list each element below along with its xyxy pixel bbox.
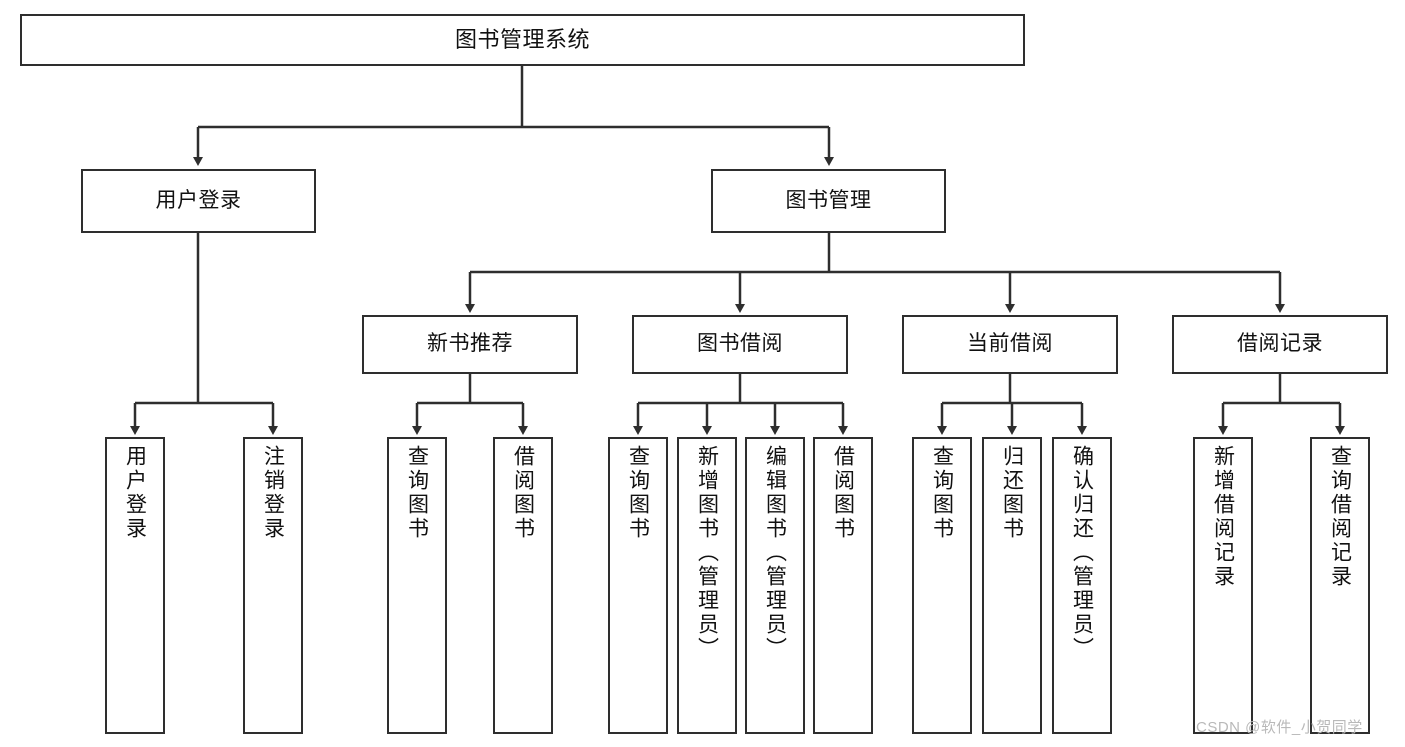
leaf-return-book[interactable]: 归还图书 — [982, 437, 1042, 734]
leaf-edit-book-label: 编辑图书（管理员） — [763, 445, 787, 661]
leaf-query-book-1-label: 查询图书 — [405, 445, 429, 541]
csdn-watermark: CSDN @软件_小贺同学 — [1196, 719, 1363, 736]
leaf-user-login-label: 用户登录 — [123, 445, 147, 541]
node-book-manage[interactable]: 图书管理 — [711, 169, 946, 233]
leaf-user-login[interactable]: 用户登录 — [105, 437, 165, 734]
leaf-borrow-book-1[interactable]: 借阅图书 — [493, 437, 553, 734]
node-book-manage-label: 图书管理 — [785, 188, 872, 212]
leaf-query-book-1[interactable]: 查询图书 — [387, 437, 447, 734]
node-user-login[interactable]: 用户登录 — [81, 169, 316, 233]
leaf-query-book-2-label: 查询图书 — [626, 445, 650, 541]
leaf-query-record-label: 查询借阅记录 — [1328, 445, 1352, 589]
leaf-return-book-label: 归还图书 — [1000, 445, 1024, 541]
node-user-login-label: 用户登录 — [155, 188, 242, 212]
node-borrow-record-label: 借阅记录 — [1237, 332, 1323, 356]
leaf-borrow-book-1-label: 借阅图书 — [511, 445, 535, 541]
node-borrow-record[interactable]: 借阅记录 — [1172, 315, 1388, 374]
leaf-confirm-return[interactable]: 确认归还（管理员） — [1052, 437, 1112, 734]
node-new-book-rec[interactable]: 新书推荐 — [362, 315, 578, 374]
leaf-borrow-book-2[interactable]: 借阅图书 — [813, 437, 873, 734]
node-current-borrow[interactable]: 当前借阅 — [902, 315, 1118, 374]
node-book-borrow-label: 图书借阅 — [697, 332, 783, 356]
node-root[interactable]: 图书管理系统 — [20, 14, 1025, 66]
node-new-book-rec-label: 新书推荐 — [427, 332, 513, 356]
leaf-query-book-3[interactable]: 查询图书 — [912, 437, 972, 734]
leaf-query-book-3-label: 查询图书 — [930, 445, 954, 541]
leaf-confirm-return-label: 确认归还（管理员） — [1070, 445, 1094, 661]
leaf-borrow-book-2-label: 借阅图书 — [831, 445, 855, 541]
leaf-add-record-label: 新增借阅记录 — [1211, 445, 1235, 589]
leaf-query-record[interactable]: 查询借阅记录 — [1310, 437, 1370, 734]
node-current-borrow-label: 当前借阅 — [967, 332, 1053, 356]
leaf-logout-label: 注销登录 — [261, 445, 285, 541]
node-book-borrow[interactable]: 图书借阅 — [632, 315, 848, 374]
node-root-label: 图书管理系统 — [454, 27, 590, 53]
leaf-add-book-label: 新增图书（管理员） — [695, 445, 719, 661]
leaf-edit-book[interactable]: 编辑图书（管理员） — [745, 437, 805, 734]
leaf-query-book-2[interactable]: 查询图书 — [608, 437, 668, 734]
leaf-logout[interactable]: 注销登录 — [243, 437, 303, 734]
leaf-add-record[interactable]: 新增借阅记录 — [1193, 437, 1253, 734]
leaf-add-book[interactable]: 新增图书（管理员） — [677, 437, 737, 734]
